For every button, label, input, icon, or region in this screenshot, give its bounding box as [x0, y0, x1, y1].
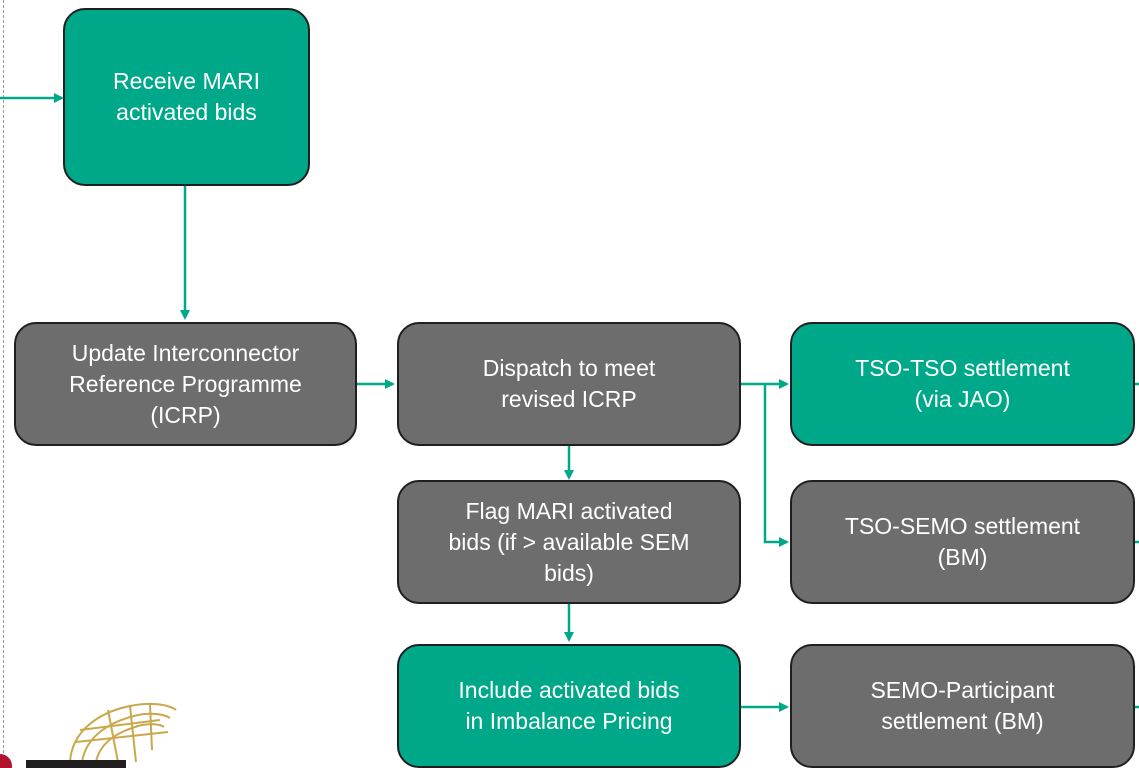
logo-wordmark: [26, 760, 126, 768]
tso-semo-settlement-node: TSO-SEMO settlement (BM): [790, 480, 1135, 604]
dispatch-icrp-node: Dispatch to meet revised ICRP: [397, 322, 741, 446]
semo-participant-settlement-node: SEMO-Participant settlement (BM): [790, 644, 1135, 768]
logo-red-mark: [0, 754, 12, 768]
swimlane-border: [3, 0, 4, 768]
arrow-dispatch-to-tso-semo: [763, 384, 789, 547]
include-bids-node: Include activated bids in Imbalance Pric…: [397, 644, 741, 768]
update-icrp-node: Update Interconnector Reference Programm…: [14, 322, 357, 446]
tso-tso-settlement-node: TSO-TSO settlement (via JAO): [790, 322, 1135, 446]
organisation-logo: [0, 702, 177, 768]
flag-mari-node: Flag MARI activated bids (if > available…: [397, 480, 741, 604]
receive-mari-node: Receive MARI activated bids: [63, 8, 310, 186]
